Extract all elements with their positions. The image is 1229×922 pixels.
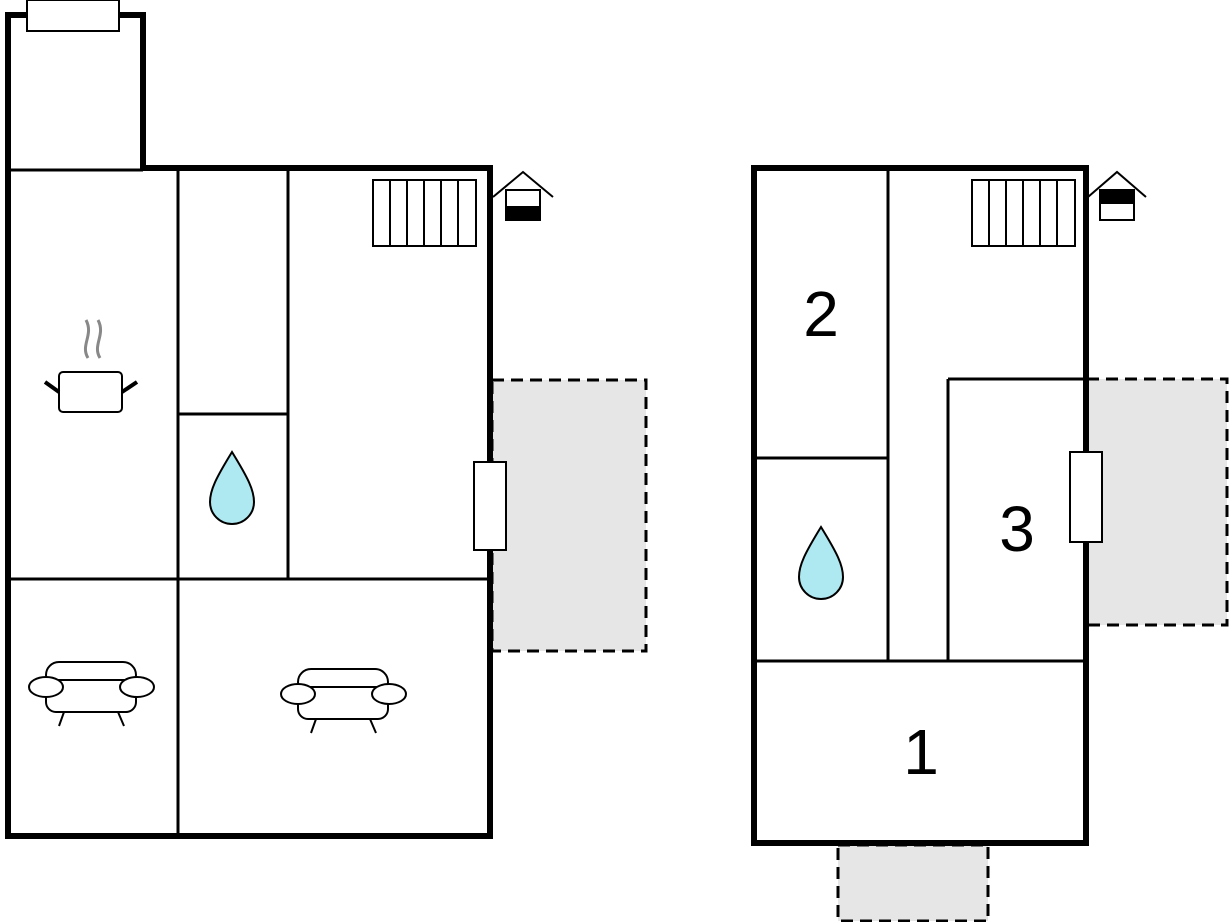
- room-label-1: 1: [903, 716, 939, 788]
- inner-walls: [8, 168, 490, 836]
- window-icon: [26, 0, 120, 32]
- fireplace-icon: [492, 170, 554, 221]
- ground-floor: [5, 0, 648, 839]
- bathroom-drop-icon: [208, 450, 256, 525]
- door-icon: [1069, 451, 1103, 543]
- kitchen-pot-icon: [43, 319, 139, 413]
- fireplace-icon: [1087, 170, 1147, 221]
- outer-wall: [5, 12, 493, 839]
- terrace-area: [836, 843, 990, 922]
- radiator-icon: [372, 179, 477, 247]
- inner-walls: [754, 170, 1086, 663]
- room-label-3: 3: [999, 493, 1035, 565]
- bathroom-drop-icon: [797, 525, 845, 600]
- upper-floor: 2 3 1: [751, 165, 1229, 922]
- room-label-2: 2: [803, 278, 839, 350]
- radiator-icon: [971, 179, 1076, 247]
- terrace-area: [490, 378, 648, 653]
- sofa-icon: [280, 668, 407, 734]
- terrace-area: [1085, 377, 1229, 627]
- door-icon: [473, 461, 507, 551]
- sofa-icon: [28, 661, 155, 727]
